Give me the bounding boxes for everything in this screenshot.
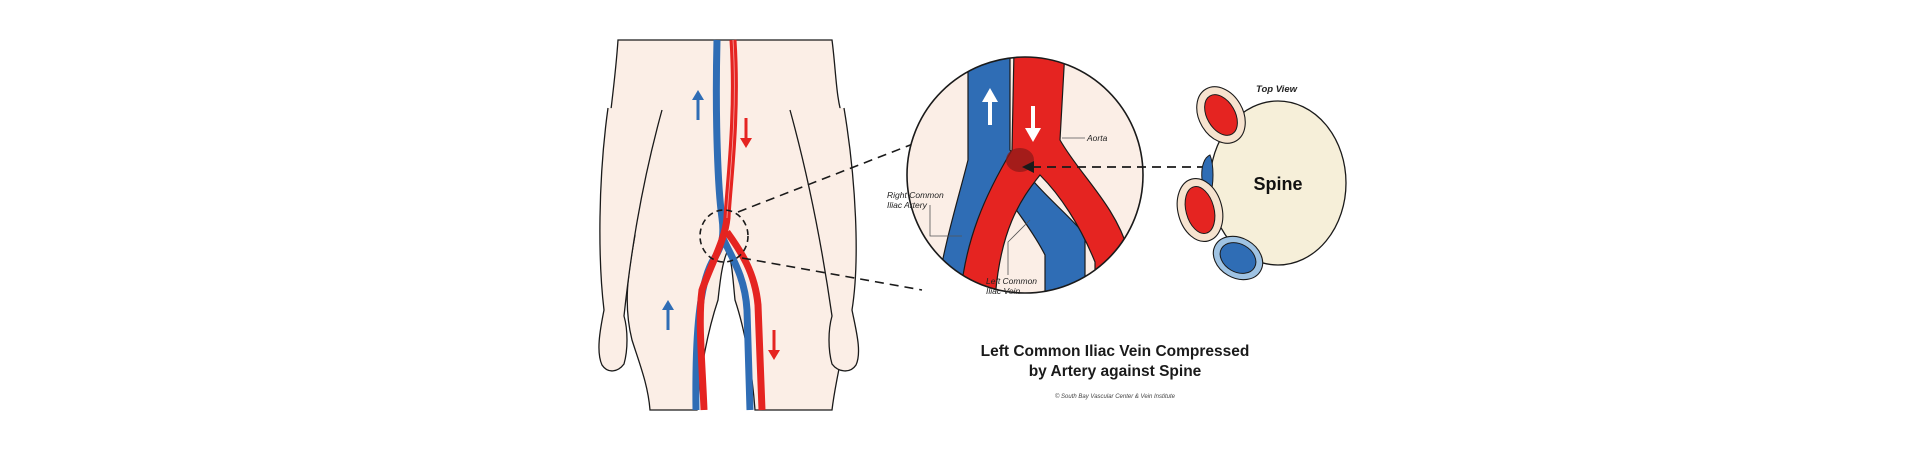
aorta-label: Aorta bbox=[1086, 133, 1108, 143]
copyright-notice: © South Bay Vascular Center & Vein Insti… bbox=[1054, 394, 1176, 400]
compressing-artery-cross-section bbox=[1176, 178, 1224, 242]
body-vein-right-leg bbox=[718, 234, 754, 411]
up-arrow-icon bbox=[662, 300, 674, 330]
right-common-iliac-artery-label: Right Common Iliac Artery bbox=[887, 190, 946, 210]
caption-line-2: by Artery against Spine bbox=[1028, 363, 1202, 380]
down-arrow-icon bbox=[740, 118, 752, 148]
right-iliac-artery-leader-line bbox=[929, 205, 962, 237]
zoom-line-bottom bbox=[741, 257, 923, 291]
top-artery-cross-section bbox=[1196, 86, 1246, 144]
figure-caption: Left Common Iliac Vein Compressed by Art… bbox=[900, 342, 1330, 382]
zoom-line-top bbox=[737, 141, 919, 213]
focus-ellipse bbox=[699, 209, 749, 263]
left-arrow-icon bbox=[1022, 161, 1034, 173]
top-view-label: Top View bbox=[1256, 84, 1298, 95]
spine-label: Spine bbox=[1253, 174, 1302, 194]
left-arm bbox=[598, 107, 663, 372]
down-arrow-icon bbox=[1025, 106, 1041, 142]
compression-pointer bbox=[1022, 161, 1206, 173]
body-vessels bbox=[692, 39, 766, 411]
up-arrow-icon bbox=[982, 88, 998, 125]
body-artery-outline bbox=[726, 39, 735, 219]
up-arrow-icon bbox=[692, 90, 704, 120]
top-view: Top View Spine bbox=[1176, 84, 1347, 281]
bottom-vein-cross-section bbox=[1212, 235, 1264, 281]
down-arrow-icon bbox=[768, 330, 780, 360]
zoom-circle: Aorta Right Common Iliac Artery Left Com… bbox=[887, 56, 1144, 296]
zoom-aorta bbox=[959, 57, 1129, 293]
left-common-iliac-vein-label: Left Common Iliac Vein bbox=[986, 276, 1039, 296]
right-arm bbox=[789, 107, 860, 372]
left-iliac-vein-leader-line bbox=[1007, 219, 1031, 275]
caption-line-1: Left Common Iliac Vein Compressed bbox=[980, 343, 1250, 360]
zoom-circle-border bbox=[906, 56, 1144, 294]
body-artery-right-leg bbox=[724, 229, 766, 411]
